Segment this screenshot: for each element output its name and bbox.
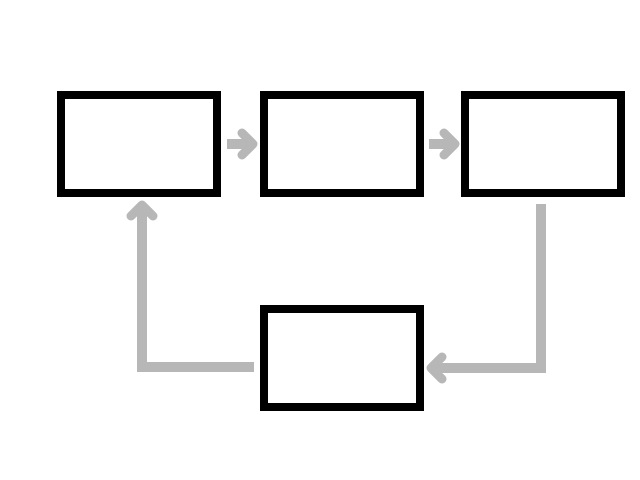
box-top-middle [260, 91, 424, 197]
arrow-top-right-to-bottom-middle [426, 204, 546, 384]
arrow-top-left-to-top-middle [227, 128, 258, 160]
box-top-left [57, 91, 221, 197]
box-top-right [461, 91, 625, 197]
arrow-bottom-middle-to-top-left [126, 200, 254, 372]
arrow-top-middle-to-top-right [429, 128, 460, 160]
box-bottom-middle [260, 305, 424, 411]
